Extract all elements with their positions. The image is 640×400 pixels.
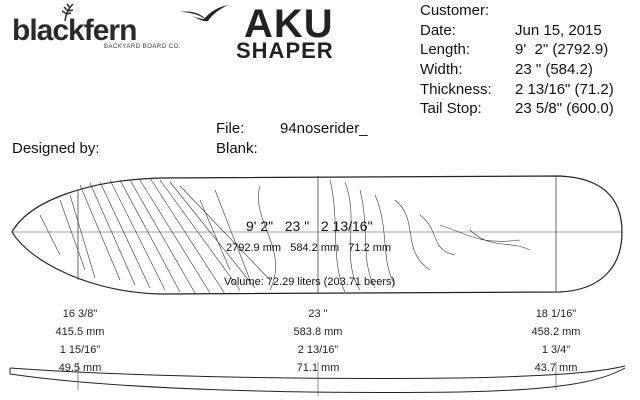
station-tail-width-mm: 415.5 mm xyxy=(55,326,105,338)
fern-icon xyxy=(61,3,74,22)
brand-logo-text: blackfern xyxy=(12,14,137,47)
width-value: 23 " (584.2) xyxy=(515,61,593,78)
blank-label: Blank: xyxy=(216,140,258,157)
station-nose-thick-in: 1 3/4" xyxy=(541,344,571,356)
station-center-width-in: 23 " xyxy=(308,308,328,320)
thickness-value: 2 13/16" (71.2) xyxy=(515,81,614,98)
length-value: 9' 2" (2792.9) xyxy=(515,41,609,58)
swallow-icon xyxy=(180,5,228,22)
file-value: 94noserider_ xyxy=(280,120,368,137)
tailstop-value: 23 5/8" (600.0) xyxy=(515,100,614,117)
station-nose-thick-mm: 43.7 mm xyxy=(534,362,578,374)
width-label: Width: xyxy=(420,61,463,78)
file-label: File: xyxy=(216,120,245,137)
customer-label: Customer: xyxy=(420,2,490,19)
board-center-imperial: 9' 2" 23 " 2 13/16" xyxy=(246,218,373,234)
station-nose-width-in: 18 1/16" xyxy=(535,308,577,320)
station-nose-width-mm: 458.2 mm xyxy=(531,326,581,338)
date-value: Jun 15, 2015 xyxy=(515,22,602,39)
product-title-aku: AKU xyxy=(244,2,334,46)
tailstop-label: Tail Stop: xyxy=(420,100,482,117)
thickness-label: Thickness: xyxy=(420,81,492,98)
station-tail-width-in: 16 3/8" xyxy=(62,308,98,320)
station-center-thick-in: 2 13/16" xyxy=(297,344,339,356)
board-center-metric: 2792.9 mm 584.2 mm 71.2 mm xyxy=(226,242,392,254)
station-center-thick-mm: 71.1 mm xyxy=(296,362,340,374)
date-label: Date: xyxy=(420,22,456,39)
length-label: Length: xyxy=(420,41,471,58)
product-title-shaper: SHAPER xyxy=(236,38,334,63)
station-tail-thick-in: 1 15/16" xyxy=(59,344,101,356)
brand-tagline: BACKYARD BOARD CO. xyxy=(104,44,181,50)
rocker-bottom-line xyxy=(9,367,626,393)
scribble-marks xyxy=(39,177,531,295)
designed-by-label: Designed by: xyxy=(12,140,100,157)
rocker-profile-drawing xyxy=(9,362,626,396)
rocker-deck-line xyxy=(9,365,626,380)
station-center-width-mm: 583.8 mm xyxy=(293,326,343,338)
board-volume: Volume: 72.29 liters (203.71 beers) xyxy=(224,276,396,288)
